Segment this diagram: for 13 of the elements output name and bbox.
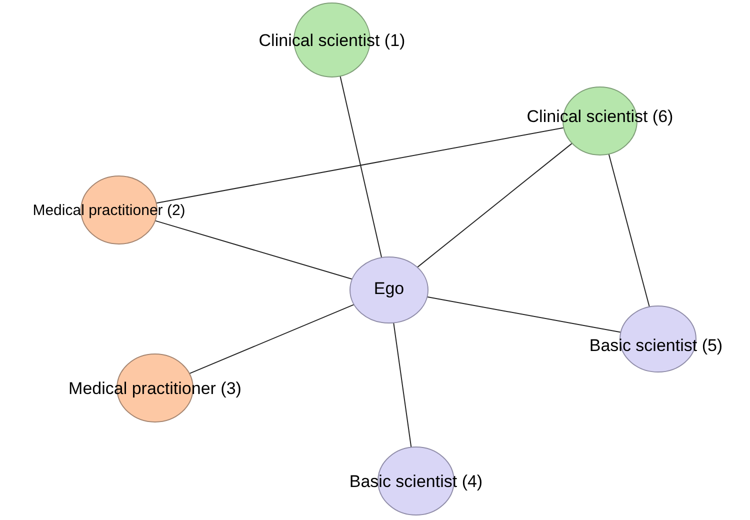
- connector-line: [154, 220, 353, 280]
- node-label: Basic scientist (4): [349, 472, 483, 490]
- connector-line: [188, 304, 354, 374]
- connector-line: [340, 76, 382, 258]
- node-label: Clinical scientist (1): [258, 32, 406, 48]
- connector-line: [416, 142, 573, 268]
- node-label: Basic scientist (5): [589, 336, 723, 354]
- connector-line: [393, 322, 412, 448]
- connector-line: [426, 296, 622, 333]
- connector-line: [608, 154, 650, 308]
- node-label: Ego: [374, 280, 404, 296]
- node-label: Clinical scientist (6): [526, 108, 674, 124]
- connector-line: [156, 127, 564, 204]
